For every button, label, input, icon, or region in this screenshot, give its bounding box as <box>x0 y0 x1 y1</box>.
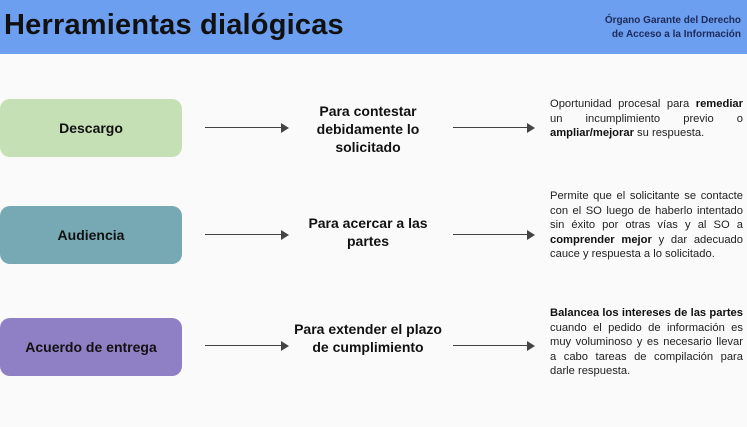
description-text: y dar adecuado cauce y respuesta a lo so… <box>550 233 743 261</box>
description-text: Permite que el solicitante se contacte c… <box>550 190 743 231</box>
description-audiencia: Permite que el solicitante se contacte c… <box>550 189 743 262</box>
arrow-right-icon <box>453 229 535 241</box>
arrow-right-icon <box>453 340 535 352</box>
description-text: cuando el pedido de información es muy v… <box>550 321 743 378</box>
description-acuerdo-de-entrega: Balancea los intereses de las partes cua… <box>550 306 743 379</box>
arrow-right-icon <box>205 340 289 352</box>
description-emphasis: ampliar/mejorar <box>550 127 634 139</box>
description-emphasis: comprender mejor <box>550 233 652 246</box>
description-emphasis: remediar <box>695 98 743 110</box>
org-name-line-2: de Acceso a la Información <box>611 29 741 40</box>
description-descargo: Oportunidad procesal para remediar un in… <box>550 97 743 141</box>
description-text: Oportunidad procesal para <box>550 98 696 110</box>
purpose-descargo: Para contestar debidamente lo solicitado <box>316 103 420 155</box>
arrow-right-icon <box>205 122 289 134</box>
tool-pill-audiencia: Audiencia <box>0 206 182 264</box>
description-text: su respuesta. <box>633 127 705 139</box>
arrow-right-icon <box>205 229 289 241</box>
page-title: Herramientas dialógicas <box>4 9 344 41</box>
purpose-audiencia: Para acercar a las partes <box>308 215 428 249</box>
org-name-line-1: Órgano Garante del Derecho <box>604 15 741 26</box>
description-emphasis: Balancea los intereses de las partes <box>550 307 743 319</box>
tool-pill-descargo: Descargo <box>0 99 182 157</box>
org-name: Órgano Garante del Derecho de Acceso a l… <box>601 14 741 42</box>
header-banner: Herramientas dialógicas Órgano Garante d… <box>0 0 747 54</box>
description-text: un incumplimiento previo o <box>550 112 743 125</box>
tool-pill-acuerdo-de-entrega: Acuerdo de entrega <box>0 318 182 376</box>
purpose-acuerdo-de-entrega: Para extender el plazo de cumplimiento <box>294 321 442 355</box>
arrow-right-icon <box>453 122 535 134</box>
